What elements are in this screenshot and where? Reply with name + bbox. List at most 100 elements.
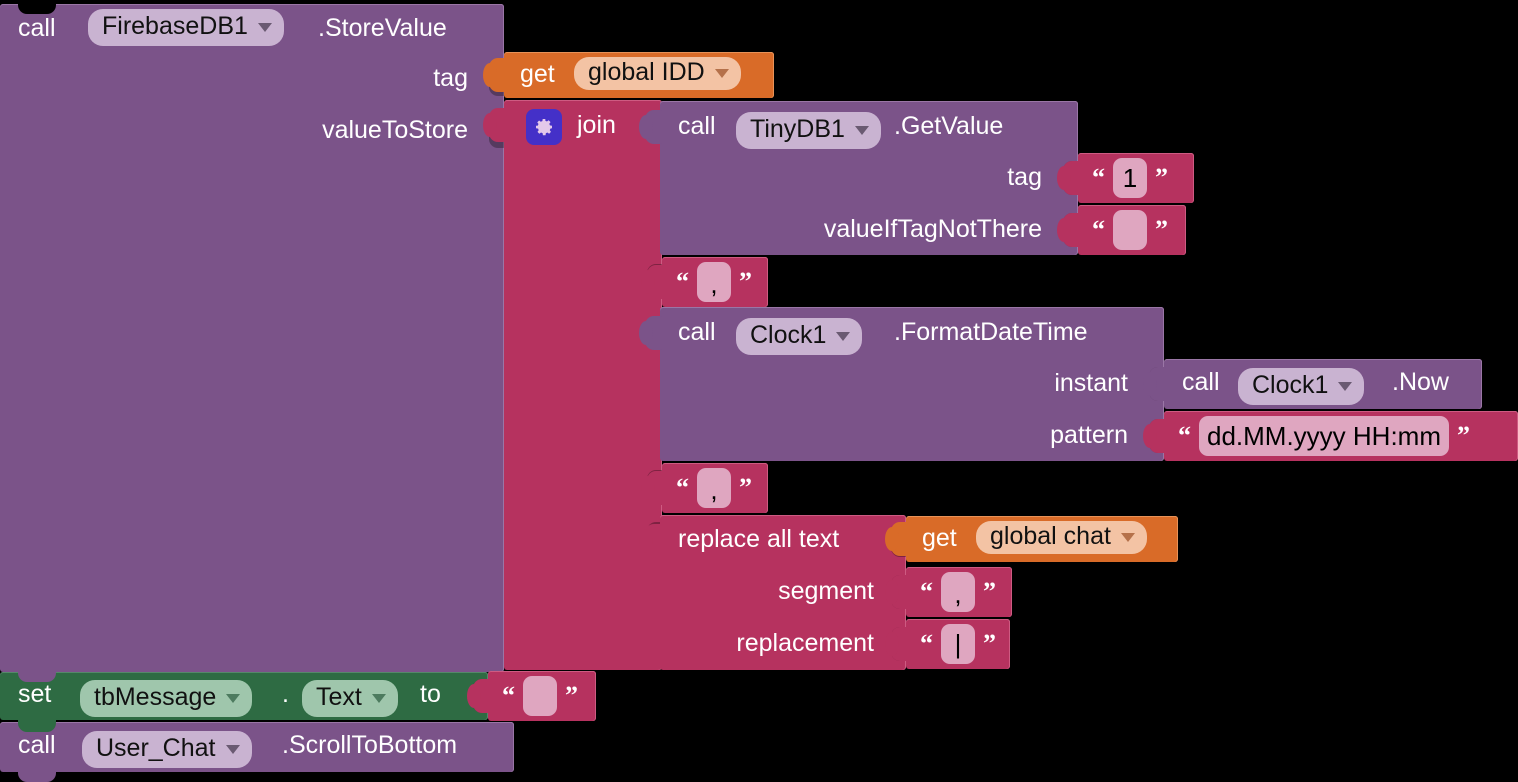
plug-text-separator-2 [641,471,664,505]
plug-text-segment [885,575,908,609]
text-field-segment[interactable]: , [941,572,975,612]
block-text-replacement[interactable]: “ | ” [885,619,1010,669]
close-quote-icon: ” [1457,421,1470,450]
tinydb-method-label: .GetValue [894,112,1004,140]
clockfmt-call-label: call [678,318,716,346]
close-quote-icon: ” [983,577,996,606]
plug-join [483,108,506,142]
close-quote-icon: ” [1155,163,1168,192]
open-quote-icon: “ [676,473,689,502]
text-field-replacement[interactable]: | [941,624,975,664]
chevron-down-icon [371,694,386,703]
text-field-pattern[interactable]: dd.MM.yyyy HH:mm [1199,416,1449,456]
clockfmt-param-instant: instant [1054,369,1128,397]
property-dot: . [282,680,289,708]
block-top-notch [18,672,56,682]
block-replace-all-text[interactable]: replace all text segment replacement [639,515,907,670]
dropdown-clock1-format[interactable]: Clock1 [736,318,863,355]
plug-tinydb-getvalue [639,110,662,144]
clocknow-method-label: .Now [1392,368,1449,396]
to-label: to [420,680,441,708]
dropdown-tbmessage-label: tbMessage [94,683,217,711]
dropdown-userchat-label: User_Chat [96,734,216,762]
chevron-down-icon [225,745,240,754]
plug-text-replacement [885,627,908,661]
text-field-separator-1[interactable]: , [697,262,731,302]
text-field-tag-value[interactable]: 1 [1113,158,1147,198]
set-label: set [18,680,52,708]
firebase-param-tag: tag [433,64,468,92]
dropdown-global-chat-label: global chat [990,522,1111,550]
get-label-idd: get [520,60,555,88]
join-label: join [577,111,616,139]
plug-text-tag-value [1057,161,1080,195]
block-userchat-scrolltobottom[interactable]: call .ScrollToBottom [0,722,514,782]
block-top-notch [18,722,56,732]
chevron-down-icon [257,23,272,32]
block-get-global-chat[interactable]: get global chat [885,516,1178,562]
plug-get-global-idd [483,58,506,92]
clockfmt-method-label: .FormatDateTime [894,318,1088,346]
chevron-down-icon [226,694,241,703]
dropdown-global-idd-label: global IDD [588,58,705,86]
open-quote-icon: “ [920,629,933,658]
replace-param-segment: segment [778,577,874,605]
open-quote-icon: “ [676,267,689,296]
plug-text-tbmessage-value [467,679,490,713]
plug-clock-formatdatetime [639,316,662,350]
dropdown-userchat[interactable]: User_Chat [82,731,252,768]
dropdown-clock1-format-label: Clock1 [750,321,827,349]
tinydb-param-tag: tag [1007,163,1042,191]
plug-text-separator-1 [641,265,664,299]
firebase-call-label: call [18,14,56,42]
text-field-valueiftagnotthere[interactable] [1113,210,1147,250]
dropdown-global-idd[interactable]: global IDD [574,57,741,90]
dropdown-tinydb1[interactable]: TinyDB1 [736,112,881,149]
dropdown-tbmessage-property[interactable]: Text [302,680,398,717]
open-quote-icon: “ [1092,163,1105,192]
block-bottom-notch [18,772,56,782]
open-quote-icon: “ [1092,215,1105,244]
chevron-down-icon [854,126,869,135]
clocknow-call-label: call [1182,368,1220,396]
dropdown-clock1-now-label: Clock1 [1252,371,1329,399]
replace-all-text-label: replace all text [678,525,840,553]
dropdown-firebasedb1[interactable]: FirebaseDB1 [88,9,284,46]
text-field-tbmessage-value[interactable] [523,676,557,716]
tinydb-call-label: call [678,112,716,140]
plug-text-valueiftagnotthere [1057,213,1080,247]
plug-replace-all-text [639,524,662,558]
block-get-global-idd[interactable]: get global IDD [483,52,774,98]
gear-icon[interactable] [526,109,562,145]
chevron-down-icon [714,69,729,78]
block-text-valueiftagnotthere[interactable]: “ ” [1057,205,1186,255]
chevron-down-icon [836,332,851,341]
close-quote-icon: ” [983,629,996,658]
tinydb-param-valueiftagnotthere: valueIfTagNotThere [823,215,1042,243]
block-text-separator-2[interactable]: “ , ” [641,463,768,513]
block-text-separator-1[interactable]: “ , ” [641,257,768,307]
close-quote-icon: ” [739,267,752,296]
dropdown-clock1-now[interactable]: Clock1 [1238,368,1365,405]
block-text-tag-value[interactable]: “ 1 ” [1057,153,1194,203]
block-text-pattern[interactable]: “ dd.MM.yyyy HH:mm ” [1143,411,1518,461]
clockfmt-param-pattern: pattern [1050,421,1128,449]
dropdown-global-chat[interactable]: global chat [976,521,1147,554]
close-quote-icon: ” [565,681,578,710]
block-text-tbmessage-value[interactable]: “ ” [467,671,596,721]
dropdown-tbmessage-property-label: Text [316,683,362,711]
block-join[interactable]: join [483,100,663,670]
dropdown-tinydb1-label: TinyDB1 [750,115,845,143]
block-text-segment[interactable]: “ , ” [885,567,1012,617]
open-quote-icon: “ [920,577,933,606]
text-field-separator-2[interactable]: , [697,468,731,508]
block-firebase-storevalue[interactable]: call .StoreValue tag valueToStore [0,4,505,672]
plug-text-pattern [1143,419,1166,453]
chevron-down-icon [1120,533,1135,542]
replace-param-replacement: replacement [736,629,874,657]
open-quote-icon: “ [502,681,515,710]
dropdown-tbmessage[interactable]: tbMessage [80,680,253,717]
open-quote-icon: “ [1178,421,1191,450]
plug-get-global-chat [885,522,908,556]
